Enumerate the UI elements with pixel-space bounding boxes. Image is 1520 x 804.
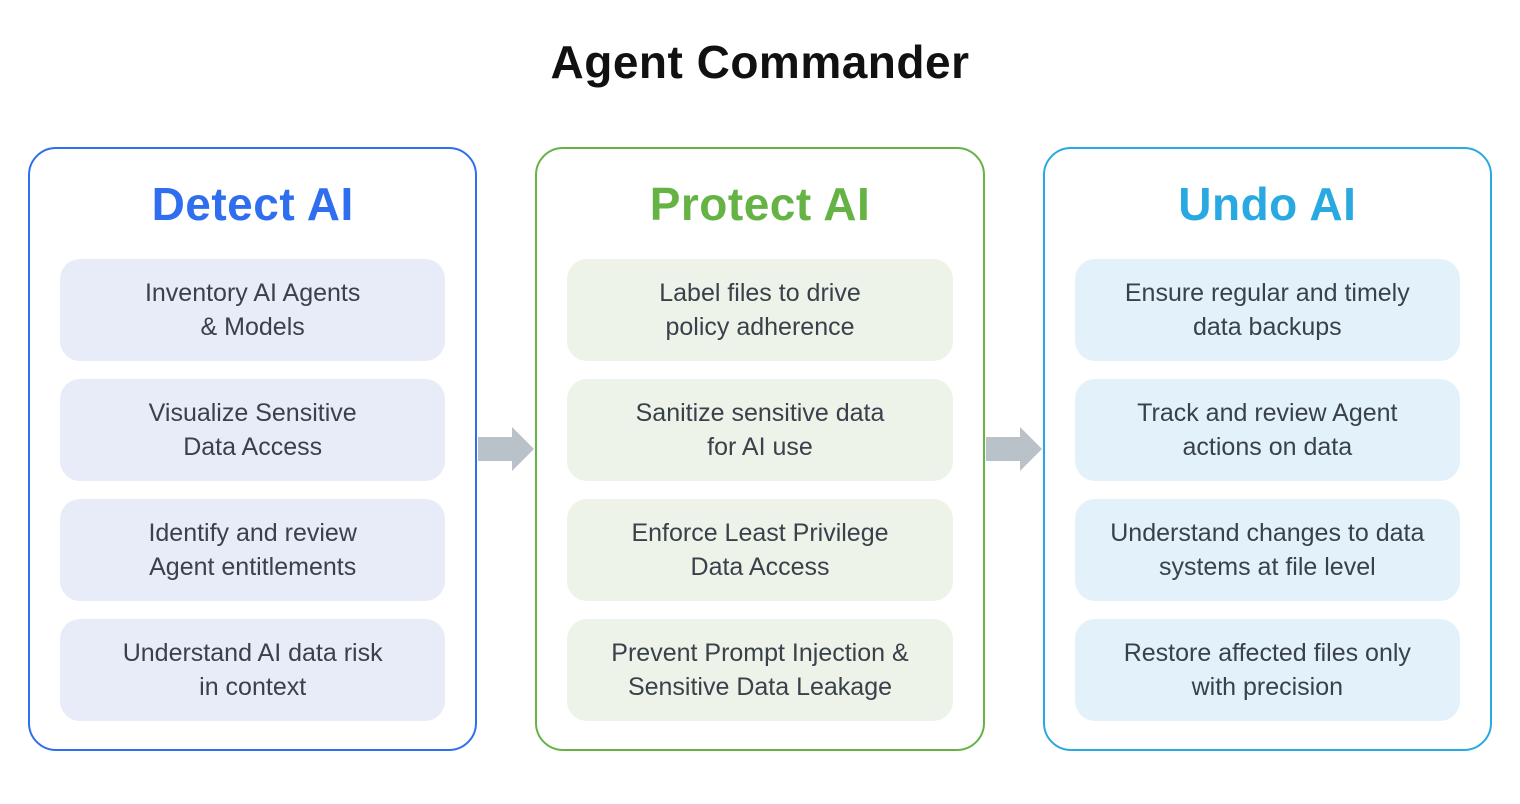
card-line: Label files to drive [659, 279, 861, 307]
pillar-undo-ai: Undo AI Ensure regular and timely data b… [1042, 147, 1492, 751]
card-line: & Models [200, 313, 305, 341]
card-prevent-prompt-injection: Prevent Prompt Injection & Sensitive Dat… [567, 619, 953, 721]
card-inventory-ai-agents: Inventory AI Agents & Models [60, 259, 446, 361]
block-arrow-right-icon [985, 427, 1042, 471]
card-line: Data Access [690, 553, 830, 581]
card-understand-changes-file-level: Understand changes to data systems at fi… [1074, 499, 1460, 601]
card-line: Visualize Sensitive [148, 399, 357, 427]
flow-arrow-2 [985, 427, 1043, 471]
flow-arrow-1 [477, 427, 535, 471]
card-line: Sensitive Data Leakage [627, 673, 893, 701]
pillar-protect-ai: Protect AI Label files to drive policy a… [535, 147, 985, 751]
pillar-title-undo-ai: Undo AI [1178, 178, 1357, 230]
pillar-title-protect-ai: Protect AI [649, 178, 871, 230]
page-title: Agent Commander [550, 36, 970, 88]
card-line: Ensure regular and timely [1124, 279, 1410, 307]
card-line: Inventory AI Agents [144, 279, 361, 307]
card-line: Track and review Agent [1137, 399, 1398, 427]
card-line: Enforce Least Privilege [631, 519, 889, 547]
card-line: data backups [1192, 313, 1342, 341]
card-line: Prevent Prompt Injection & [611, 639, 909, 667]
card-enforce-least-privilege: Enforce Least Privilege Data Access [567, 499, 953, 601]
card-line: Understand changes to data [1110, 519, 1425, 547]
card-restore-affected-files: Restore affected files only with precisi… [1074, 619, 1460, 721]
card-identify-review-entitlements: Identify and review Agent entitlements [60, 499, 446, 601]
card-line: for AI use [707, 433, 813, 461]
card-sanitize-sensitive-data: Sanitize sensitive data for AI use [567, 379, 953, 481]
card-ensure-data-backups: Ensure regular and timely data backups [1074, 259, 1460, 361]
card-line: Data Access [183, 433, 323, 461]
card-line: systems at file level [1158, 553, 1376, 581]
card-line: in context [199, 673, 307, 701]
card-line: Sanitize sensitive data [635, 399, 885, 427]
pillar-title-detect-ai: Detect AI [151, 178, 354, 230]
pillars-row: Detect AI Inventory AI Agents & Models V… [28, 147, 1492, 751]
card-line: Restore affected files only [1123, 639, 1411, 667]
card-line: Understand AI data risk [122, 639, 383, 667]
card-line: Identify and review [148, 519, 357, 547]
card-line: with precision [1191, 673, 1344, 701]
card-understand-ai-data-risk: Understand AI data risk in context [60, 619, 446, 721]
card-label-files: Label files to drive policy adherence [567, 259, 953, 361]
card-line: Agent entitlements [149, 553, 357, 581]
pillar-detect-ai: Detect AI Inventory AI Agents & Models V… [28, 147, 478, 751]
card-track-review-agent-actions: Track and review Agent actions on data [1074, 379, 1460, 481]
card-line: actions on data [1182, 433, 1353, 461]
card-visualize-sensitive-data: Visualize Sensitive Data Access [60, 379, 446, 481]
card-line: policy adherence [665, 313, 855, 341]
block-arrow-right-icon [478, 427, 535, 471]
